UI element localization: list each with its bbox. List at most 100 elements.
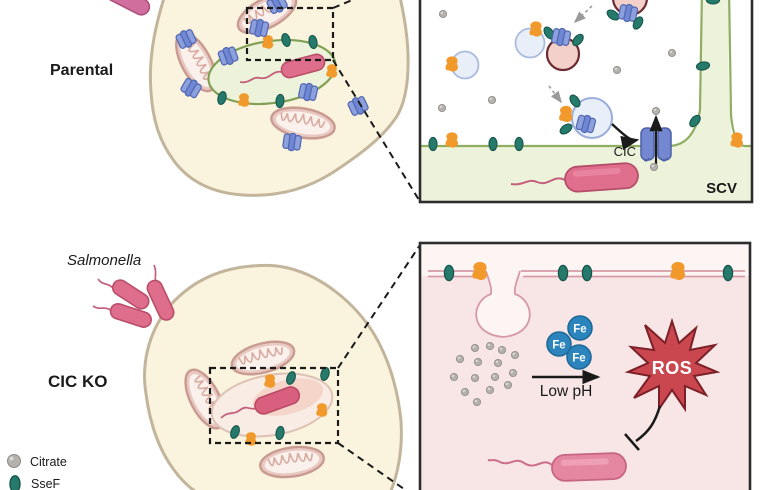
citrate-molecule-icon [485, 341, 495, 351]
salmonella-bacterium [109, 303, 152, 328]
scv-zoom-panel: CIC SCV [418, 0, 754, 204]
flagellum [487, 459, 553, 467]
citrate-molecule-icon [460, 387, 470, 397]
scv-label: SCV [706, 180, 737, 197]
ssef-protein-icon [9, 475, 21, 490]
orange-protein-icon [730, 132, 743, 148]
orange-protein-icon [262, 35, 274, 49]
flagellum [239, 70, 283, 84]
cic-ko-cell [143, 263, 403, 490]
orange-protein-icon [316, 403, 328, 417]
citrate-molecule-icon [449, 372, 459, 382]
citrate-molecule-icon [485, 385, 495, 395]
orange-protein-icon [529, 21, 542, 37]
citrate-molecule-icon [497, 345, 507, 355]
delivery-arrow [611, 123, 640, 151]
citrate-molecule-icon [472, 397, 482, 407]
parental-cell [148, 0, 410, 197]
ros-label: ROS [652, 358, 693, 378]
ssef-protein-icon [514, 136, 524, 152]
flagellum [92, 305, 113, 312]
citrate-molecule-icon [487, 95, 497, 105]
zoom-connector-line [332, 59, 420, 201]
legend: Citrate SseF [7, 454, 67, 490]
salmonella-bacterium [239, 53, 326, 84]
salmonella-group [92, 264, 175, 328]
panel-border [418, 241, 752, 490]
scv-vacuole-ko [210, 366, 334, 446]
trafficking-arrow [573, 5, 593, 24]
citrate-molecule-icon [473, 357, 483, 367]
mito-derived-vesicle [604, 0, 648, 32]
orange-protein-icon [445, 56, 458, 72]
orange-protein-icon [559, 105, 573, 123]
flagellum [97, 278, 114, 289]
citrate-molecule-icon [508, 368, 518, 378]
ssef-protein-icon [722, 264, 734, 282]
orange-protein-icon [326, 64, 338, 78]
citrate-molecule-icon [470, 343, 480, 353]
zoom-connector-line [332, 0, 355, 9]
scv-vacuole [207, 32, 338, 109]
citrate-molecule-icon [493, 358, 503, 368]
ssef-protein-icon [428, 136, 438, 152]
cic-channel-label: CIC [614, 144, 636, 159]
fe-ion: Fe [566, 344, 592, 370]
citrate-molecule-icon [503, 380, 513, 390]
cic-transporter-icon [281, 131, 303, 153]
fe-ion: Fe [567, 315, 593, 341]
panel-border [418, 0, 754, 204]
orange-protein-icon [445, 132, 458, 148]
orange-protein-icon [472, 262, 488, 280]
salmonella-bacterium [487, 452, 627, 482]
flagellum [510, 177, 566, 186]
ssef-protein-icon [705, 0, 721, 5]
orange-protein-icon [264, 374, 276, 388]
mito-derived-vesicle [541, 24, 586, 72]
legend-citrate-label: Citrate [30, 455, 67, 469]
fe-label: Fe [573, 324, 586, 336]
zoom-connector-line [337, 244, 421, 369]
ssef-protein-icon [443, 264, 455, 282]
parental-label: Parental [50, 62, 113, 79]
legend-ssef-label: SseF [31, 477, 61, 490]
orange-protein-icon [670, 262, 686, 280]
zoom-region-box [245, 6, 335, 62]
vesicle [557, 92, 613, 139]
salmonella-label: Salmonella [67, 252, 141, 269]
orange-protein-icon [238, 93, 250, 107]
salmonella-bacterium [146, 279, 175, 321]
cic-channel [640, 114, 672, 164]
citrate-molecule-icon [437, 103, 447, 113]
salmonella-bacterium [220, 386, 301, 419]
citrate-molecule-icon [667, 48, 677, 58]
ssef-protein-icon [557, 264, 569, 282]
vesicle [514, 21, 546, 59]
ssef-protein-icon [488, 136, 498, 152]
vesicle [445, 50, 480, 80]
zoom-connector-line [337, 442, 408, 490]
endocytic-pit [476, 271, 530, 337]
salmonella-bacterium [105, 0, 151, 16]
citrate-molecule-icon [649, 162, 659, 172]
fe-ion: Fe [546, 331, 572, 357]
ros-zoom-panel: Fe Fe Fe Low pH ROS [418, 241, 752, 490]
citrate-molecule-icon [7, 454, 21, 468]
salmonella-bacterium [510, 162, 639, 193]
citrate-molecule-icon [651, 106, 661, 116]
flagellum [220, 406, 259, 419]
inhibition-arrow [624, 405, 662, 451]
citrate-molecule-icon [438, 9, 448, 19]
cic-ko-label: CIC KO [48, 372, 108, 391]
citrate-molecule-icon [490, 372, 500, 382]
citrate-molecule-icon [510, 350, 520, 360]
citrate-molecule-icon [455, 354, 465, 364]
ssef-protein-icon [581, 264, 593, 282]
low-ph-label: Low pH [540, 383, 593, 400]
fe-label: Fe [572, 353, 585, 365]
ros-burst: ROS [624, 317, 721, 413]
citrate-molecule-icon [612, 65, 622, 75]
fe-label: Fe [552, 340, 565, 352]
